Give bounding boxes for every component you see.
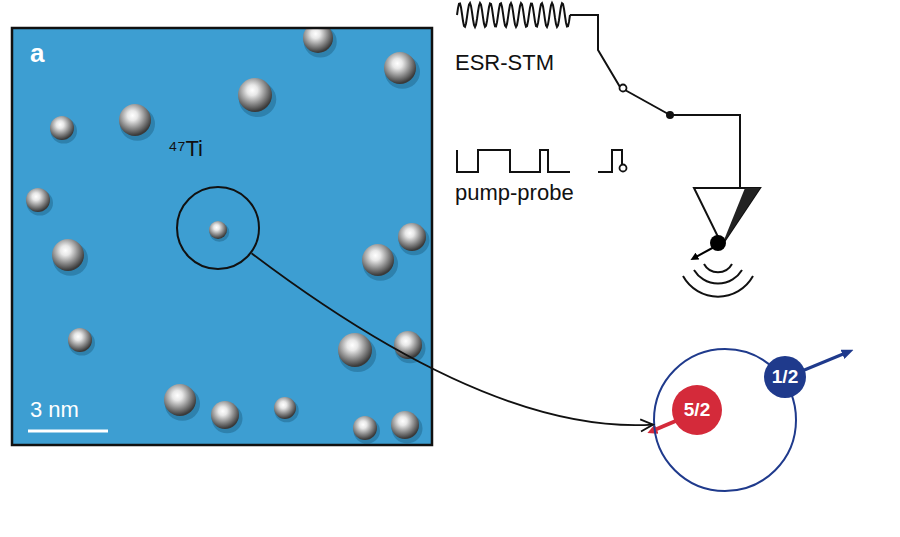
adatom	[52, 239, 84, 271]
atom-circle: 5/21/2	[653, 348, 797, 492]
panel-letter: a	[30, 38, 44, 69]
adatom	[26, 188, 50, 212]
adatom	[238, 78, 272, 112]
adatom	[362, 244, 394, 276]
switch-lever	[625, 90, 670, 115]
signal-label: pump-probe	[455, 180, 574, 206]
pointer-arrow	[252, 253, 654, 431]
adatom	[211, 401, 239, 429]
signal-label: ESR-STM	[455, 50, 554, 76]
adatom	[353, 416, 377, 440]
electron-spin: 1/2	[764, 356, 806, 398]
nuclear-spin: 5/2	[672, 385, 722, 435]
adatom	[164, 384, 196, 416]
adatom	[50, 116, 74, 140]
sine-wave	[457, 3, 570, 27]
spin-value: 1/2	[764, 356, 806, 398]
stm-image	[12, 23, 432, 445]
adatom	[119, 104, 151, 136]
scale-label: 3 nm	[30, 397, 79, 423]
adatom	[338, 333, 372, 367]
atom-label: ⁴⁷Ti	[168, 136, 203, 162]
scale-bar	[28, 430, 108, 433]
adatom	[394, 331, 422, 359]
adatom	[384, 52, 416, 84]
pulse-train	[598, 150, 622, 172]
adatom	[391, 411, 419, 439]
pulse-train	[457, 150, 570, 172]
atom-ring: ⁴⁷Ti	[176, 186, 260, 270]
adatom	[274, 397, 296, 419]
adatoms	[26, 28, 430, 444]
wire	[570, 15, 620, 87]
spin-value: 5/2	[672, 385, 722, 435]
wire	[670, 115, 740, 188]
adatom	[398, 223, 426, 251]
switch-contact	[620, 165, 627, 172]
adatom	[209, 221, 227, 239]
circle-outline	[176, 186, 260, 270]
adatom	[68, 328, 92, 352]
stm-tip	[683, 188, 760, 297]
adatom	[303, 28, 333, 53]
